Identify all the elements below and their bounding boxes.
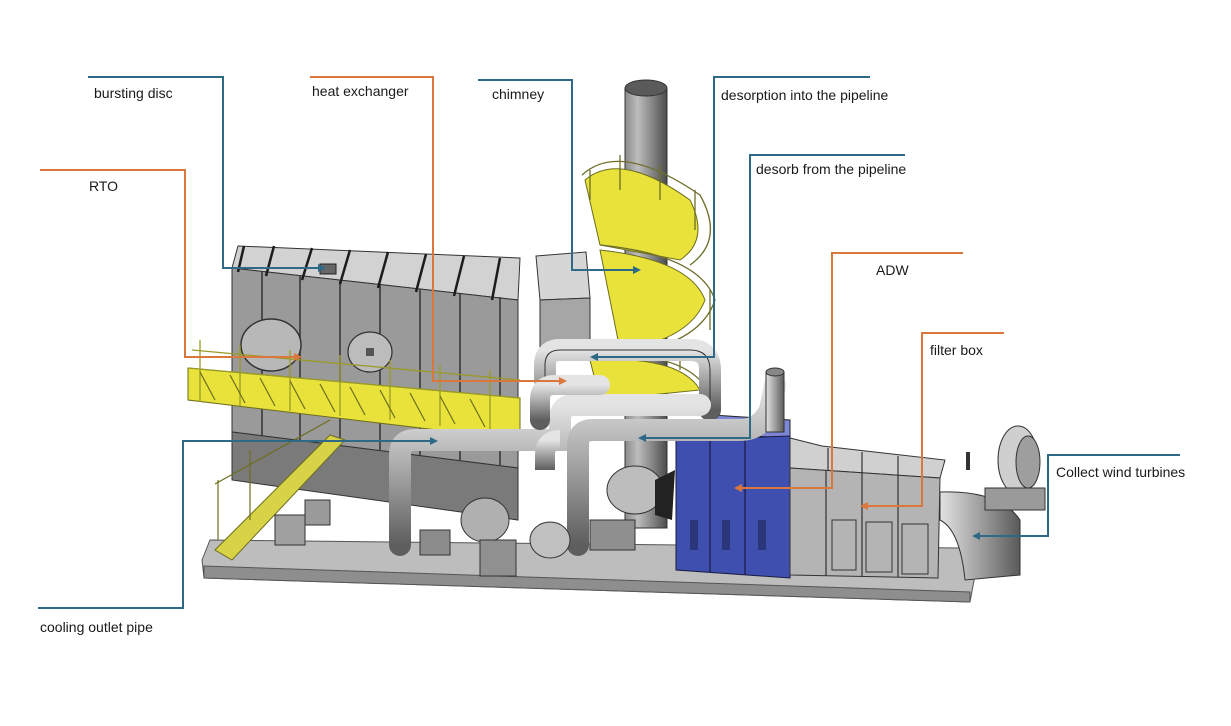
spiral-staircase: [581, 155, 716, 401]
label-desorption-into-pipeline: desorption into the pipeline: [721, 87, 889, 103]
label-chimney: chimney: [492, 86, 545, 102]
label-filter-box: filter box: [930, 342, 983, 358]
fan-turbine: [939, 425, 1046, 581]
label-heat-exchanger: heat exchanger: [312, 83, 409, 99]
label-bursting-disc: bursting disc: [94, 85, 173, 101]
filter-box-unit: [789, 437, 946, 579]
label-collect-wind-turbines: Collect wind turbines: [1056, 464, 1186, 480]
access-ladder: [214, 419, 346, 561]
pipe-network: [389, 339, 786, 556]
label-adw: ADW: [876, 262, 909, 278]
walkway-platform: [187, 340, 521, 441]
label-rto: RTO: [89, 178, 119, 194]
rto-unit: [231, 245, 521, 521]
label-cooling-outlet-pipe: cooling outlet pipe: [40, 619, 153, 635]
callout-lines: [38, 76, 1180, 609]
blowers: [274, 465, 675, 577]
label-desorb-from-pipeline: desorb from the pipeline: [756, 161, 907, 177]
